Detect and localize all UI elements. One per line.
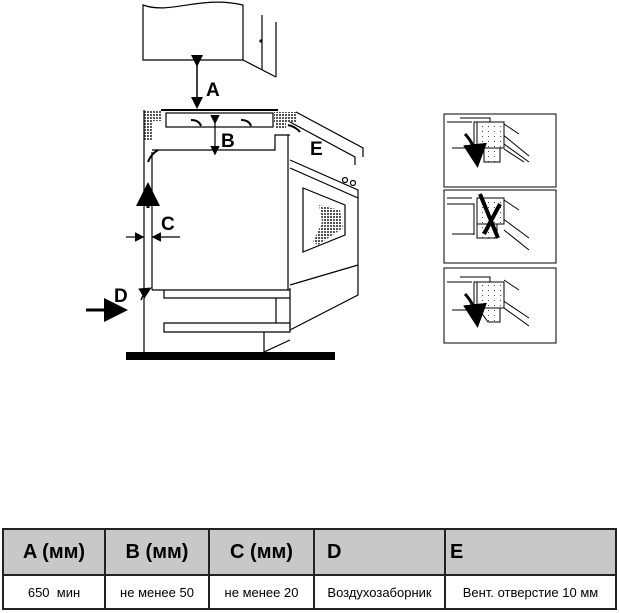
installation-diagram: A B C D E <box>86 1 557 360</box>
header-d: D <box>313 528 446 576</box>
floor <box>126 352 335 360</box>
detail-correct-2 <box>443 267 557 344</box>
header-b: B (мм) <box>104 528 210 576</box>
label-c: C <box>161 214 175 235</box>
header-c: C (мм) <box>208 528 315 576</box>
value-d: Воздухозаборник <box>313 574 446 610</box>
oven-window <box>302 187 346 253</box>
insulation-right <box>274 112 296 122</box>
clearance-table: A (мм) B (мм) C (мм) D E 650 мин не мене… <box>2 528 617 610</box>
value-c: не менее 20 <box>208 574 315 610</box>
insulation-left <box>144 111 162 121</box>
value-a: 650 мин <box>2 574 106 610</box>
hob <box>165 112 274 128</box>
cross-mark-icon <box>478 193 502 239</box>
detail-correct-1 <box>443 113 557 188</box>
label-e: E <box>310 139 323 160</box>
table-row: 650 мин не менее 50 не менее 20 Воздухоз… <box>2 574 617 610</box>
detail-incorrect <box>443 189 557 264</box>
value-e: Вент. отверстие 10 мм <box>444 574 617 610</box>
label-b: B <box>221 131 235 152</box>
label-d: D <box>114 286 128 307</box>
value-b: не менее 50 <box>104 574 210 610</box>
header-e: E <box>444 528 617 576</box>
label-a: A <box>206 80 220 101</box>
cabinet-door <box>242 15 277 78</box>
header-a: A (мм) <box>2 528 106 576</box>
table-header-row: A (мм) B (мм) C (мм) D E <box>2 528 617 576</box>
wall-cabinet <box>142 1 244 61</box>
